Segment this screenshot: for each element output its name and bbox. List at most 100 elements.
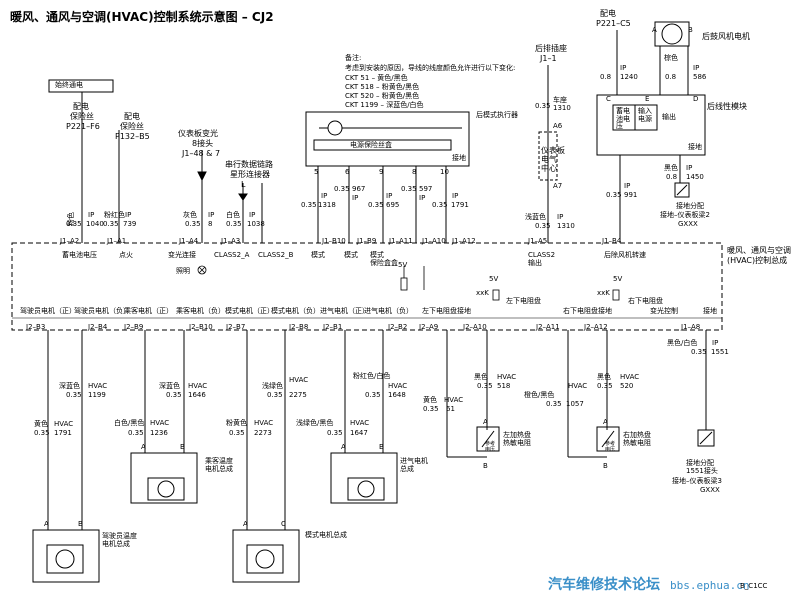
blower-wire-ip: IP xyxy=(693,64,700,72)
motor-pin: B xyxy=(78,520,83,528)
wire-color: 浅绿色 xyxy=(262,382,283,390)
wire-size: 0.35 xyxy=(229,429,245,437)
wire-color: 黑色/白色 xyxy=(667,339,698,347)
act-wire-ip: IP xyxy=(321,192,328,200)
wire-hvac: HVAC xyxy=(388,382,408,390)
act-wire-ckt: 967 xyxy=(352,185,366,193)
blower-inner-label: 蓄电 池电 压 xyxy=(616,107,630,131)
wire-ckt: 1040 xyxy=(86,220,104,228)
pin-function: 模式 xyxy=(344,251,358,259)
wire-size: 0.35 xyxy=(226,220,242,228)
wire-ckt: 1038 xyxy=(247,220,265,228)
notes-row: CKT 51 – 黄色/黑色 xyxy=(345,74,408,82)
blower-pin: A xyxy=(652,26,657,34)
actuator-pin: 9 xyxy=(379,168,384,176)
ground-location-label: 接地–仪表板梁2 xyxy=(660,211,710,219)
intake-motor-label: 进气电机 总成 xyxy=(400,457,428,474)
pin-function: 进气电机（正） xyxy=(320,307,369,315)
wire-size: 0.35 xyxy=(546,400,562,408)
wire-size: 0.35 xyxy=(185,220,201,228)
wire-ckt: 1199 xyxy=(88,391,106,399)
wire-ckt: 739 xyxy=(123,220,137,228)
notes-row: CKT 520 – 粉黄色/黑色 xyxy=(345,92,420,100)
hvac-module-boundary xyxy=(11,242,723,331)
wire-color: 灰色 xyxy=(183,211,197,219)
act-wire-size: 0.35 xyxy=(334,185,350,193)
wire-ip: IP xyxy=(249,211,256,219)
pin-function: 右下电阻盘 xyxy=(628,297,663,305)
pin-function: 模式电机（正） xyxy=(225,307,274,315)
wire-size: 0.35 xyxy=(66,391,82,399)
blower-inner-label: 输入 电源 xyxy=(638,107,652,123)
pin-function: 点火 xyxy=(119,251,133,259)
actuator-inner-label: 电源保险丝盒 xyxy=(350,141,392,149)
wire-ckt: 1057 xyxy=(566,400,584,408)
rear-blower-motor-label: 后鼓风机电机 xyxy=(702,32,750,41)
connector-pin: J1–A12 xyxy=(452,237,476,245)
motor-pin: C xyxy=(281,520,286,528)
sensor-pin: A xyxy=(483,418,488,426)
notes-line: 考虑到安装的原因，导线的线度颜色允许进行以下变化: xyxy=(345,64,516,72)
watermark: 汽车维修技术论坛 xyxy=(548,577,660,593)
wire-size: 0.35 xyxy=(34,429,50,437)
wire-ckt: 1791 xyxy=(54,429,72,437)
wire-color: 黄色 xyxy=(423,396,437,404)
ipc-pin-a7: A7 xyxy=(553,182,563,190)
instrument-panel-electrical-center: 仪表板 电气 中心 xyxy=(541,146,565,173)
pin-function: CLASS2_A xyxy=(214,251,250,259)
pin-function: 模式 xyxy=(311,251,325,259)
pin-function: CLASS2_B xyxy=(258,251,294,259)
connector-pin: J2–A12 xyxy=(584,323,608,331)
wire-color: 黄色 xyxy=(34,420,48,428)
wire-size: 0.35 xyxy=(327,429,343,437)
wire-color: 黑色 xyxy=(597,373,611,381)
connector-pin: J1–A11 xyxy=(389,237,413,245)
passenger-temp-motor-label: 乘客温度 电机总成 xyxy=(205,457,233,474)
motor-pin: A xyxy=(141,443,146,451)
sensor-inner: 参考 电压 xyxy=(485,441,496,453)
dimmer-lamp-label: 照明 xyxy=(176,267,190,275)
wire-ckt: 2273 xyxy=(254,429,272,437)
pin-function: 模式 保险盒盒 xyxy=(370,251,398,267)
pin-function: 进气电机（负） xyxy=(364,307,413,315)
watermark-url: bbs.ephua.cn xyxy=(670,579,750,592)
mode-motor-label: 模式电机总成 xyxy=(305,531,347,539)
connector-pin: J1–A1 xyxy=(107,237,127,245)
blower-inner-label: 接地 xyxy=(688,143,702,151)
wire-ip: IP xyxy=(712,339,719,347)
notes-row: CKT 518 – 粉黄色/黑色 xyxy=(345,83,420,91)
wire-ckt: 1647 xyxy=(350,429,368,437)
wire-color: 橙色/黑色 xyxy=(524,391,555,399)
wire-hvac: HVAC xyxy=(350,419,370,427)
wire-ckt: 2275 xyxy=(289,391,307,399)
dimmer-code: J1–48 & 7 xyxy=(182,149,221,158)
connector-pin: J2–B4 xyxy=(88,323,108,331)
wire-ckt: 8 xyxy=(208,220,213,228)
actuator-pin: 5 xyxy=(314,168,319,176)
connector-pin: J1–A10 xyxy=(422,237,446,245)
act-wire-size: 0.35 xyxy=(401,185,417,193)
blower-pin: B xyxy=(688,26,693,34)
wire-color: 深蓝色 xyxy=(59,382,80,390)
wire-color: 白色 xyxy=(226,211,240,219)
dimmer-line1: 仪表板变光 xyxy=(178,129,218,138)
wire-color: 黑色 xyxy=(474,373,488,381)
rear-mode-actuator-label: 后模式执行器 xyxy=(476,111,518,119)
act-wire-ckt: 597 xyxy=(419,185,433,193)
pin-function: 左下电阻盘 xyxy=(506,297,541,305)
blower-wire-size: 0.8 xyxy=(666,173,678,181)
pin-function: 左下电阻盘接地 xyxy=(422,307,471,315)
drawing-code: B_C1CC xyxy=(740,582,768,590)
connector-pin: J1–B4 xyxy=(602,237,622,245)
connector-pin: J1–A3 xyxy=(221,237,241,245)
ground-distribution-label: 接地分配 xyxy=(676,202,704,210)
connector-pin: J1–A5 xyxy=(528,237,548,245)
serial-link-line1: 串行数据链路 xyxy=(225,160,273,169)
sensor-inner: 参考 电压 xyxy=(605,441,616,453)
blower-wire-ckt: 586 xyxy=(693,73,707,81)
connector-pin: J1–B10 xyxy=(322,237,346,245)
dimmer-line2: 8接头 xyxy=(192,139,214,148)
wire-size: 0.35 xyxy=(597,382,613,390)
blower-wire-color: 棕色 xyxy=(664,54,678,62)
